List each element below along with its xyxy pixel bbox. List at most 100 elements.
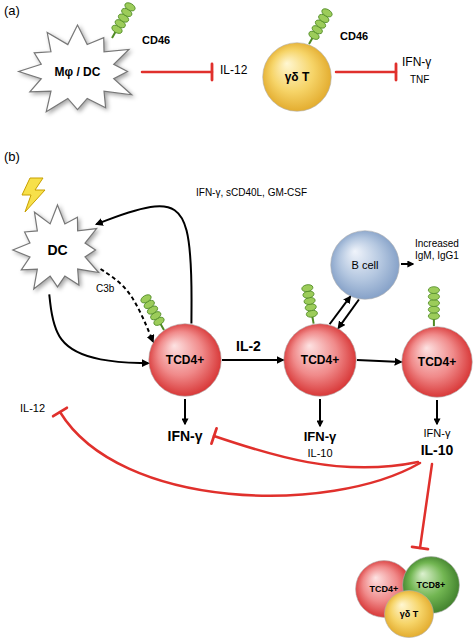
receptor-bead <box>117 12 130 23</box>
antibody-note: Increased IgM, IgG1 <box>415 238 473 261</box>
edge-label: IFN-γ, sCD40L, GM-CSF <box>196 187 307 199</box>
receptor-bead <box>305 303 317 312</box>
receptor-bead <box>120 7 133 18</box>
inhibition-bar <box>395 64 398 80</box>
receptor-stalk <box>433 318 435 326</box>
cell-name: γδ T <box>400 609 418 619</box>
arrow-connector <box>96 206 191 323</box>
cytokine-label: IFN-γ <box>168 428 203 444</box>
cell-circle: TCD4+ <box>148 323 222 397</box>
cytokine-label: IL-12 <box>20 402 45 415</box>
dendritic-cell: DC <box>10 205 105 295</box>
receptor-name: CD46 <box>142 34 170 47</box>
edge-label: C3b <box>96 283 114 295</box>
inhibition-bar <box>412 547 428 549</box>
cell-name: TCD8+ <box>417 580 446 590</box>
receptor-stalk <box>112 31 116 38</box>
node-text-box: TCD4+ <box>401 326 473 398</box>
node-text-box: Mφ / DC <box>15 25 140 118</box>
receptor-bead <box>314 18 327 29</box>
cd46-receptor <box>301 284 318 324</box>
inhibition-line <box>142 71 212 74</box>
spiky-outline <box>19 25 132 112</box>
receptor-bead <box>301 284 313 293</box>
cell-body <box>402 327 473 398</box>
secretion-arrow <box>319 399 321 426</box>
dashed-arrow <box>101 269 153 341</box>
spiky-outline <box>13 205 99 289</box>
receptor-bead <box>306 309 318 318</box>
edge-label: IL-2 <box>236 338 261 354</box>
receptor-bead <box>428 313 439 320</box>
cell-circle: TCD4+ <box>283 323 357 397</box>
panel-letter: (b) <box>4 150 20 165</box>
receptor-bead <box>302 290 314 299</box>
arrow-connector <box>357 360 401 362</box>
inhibition-bar <box>211 428 216 443</box>
inhibition-line <box>60 412 420 496</box>
receptor-bead <box>146 304 159 315</box>
cell-name: γδ T <box>285 70 310 84</box>
cell-body <box>331 231 400 300</box>
cd46-receptor <box>110 1 136 38</box>
cytokine-label: IL-12 <box>220 64 247 78</box>
arrow-connector <box>330 297 351 325</box>
receptor-stalk <box>160 323 164 330</box>
cell-circle: B cell <box>330 230 400 300</box>
cell-name: TCD4+ <box>370 584 399 594</box>
node-text-box: γδ T <box>384 590 434 638</box>
dendritic-cell: Mφ / DC <box>15 25 140 118</box>
arrow-connector <box>339 299 359 327</box>
receptor-bead <box>110 24 123 35</box>
node-text-box: B cell <box>330 230 400 300</box>
panel-letter: (a) <box>4 4 20 19</box>
node-text-box: DC <box>10 205 105 295</box>
arrow-connector <box>222 359 283 361</box>
cell-circle: TCD4+ <box>401 326 473 398</box>
receptor-bead <box>114 18 127 29</box>
arrow-connector <box>49 294 148 363</box>
cell-circle: γδ T <box>262 42 332 112</box>
inhibition-bar <box>211 64 214 80</box>
node-text-box: γδ T <box>262 42 332 112</box>
receptor-stalk <box>312 316 313 324</box>
cell-name: B cell <box>352 259 379 271</box>
cell-name: DC <box>47 242 67 258</box>
cell-name: TCD4+ <box>301 353 339 367</box>
receptor-bead <box>123 1 136 12</box>
receptor-bead <box>317 13 330 24</box>
lightning-bolt <box>22 178 45 212</box>
receptor-bead <box>320 7 333 18</box>
inhibition-line <box>420 464 432 548</box>
receptor-bead <box>311 24 324 35</box>
cell-name: TCD4+ <box>418 355 456 369</box>
cytokine-label: IFN-γ <box>424 427 451 440</box>
receptor-bead <box>428 300 439 307</box>
cell-name: Mφ / DC <box>55 65 101 79</box>
cell-body <box>149 324 222 397</box>
cell-circle: γδ T <box>384 590 434 638</box>
secretion-arrow <box>436 400 438 424</box>
receptor-bead <box>152 316 165 327</box>
node-text-box: TCD4+ <box>148 323 222 397</box>
receptor-stalk <box>309 37 313 44</box>
cytokine-label: IFN-γ <box>304 430 337 445</box>
receptor-bead <box>307 30 320 41</box>
cell-body <box>385 590 434 637</box>
secretion-arrow <box>401 263 413 265</box>
cd46-receptor <box>428 287 439 326</box>
cytokine-label: TNF <box>410 74 429 86</box>
cd46-receptor <box>307 7 333 44</box>
receptor-bead <box>304 297 316 306</box>
inhibition-line <box>336 71 396 74</box>
cytokine-label: IFN-γ <box>402 56 431 70</box>
receptor-bead <box>149 310 162 321</box>
receptor-name: CD46 <box>340 30 368 43</box>
cytokine-label: IL-10 <box>421 442 454 458</box>
receptor-bead <box>428 306 439 313</box>
receptor-bead <box>143 299 156 310</box>
node-text-box: TCD4+ <box>283 323 357 397</box>
